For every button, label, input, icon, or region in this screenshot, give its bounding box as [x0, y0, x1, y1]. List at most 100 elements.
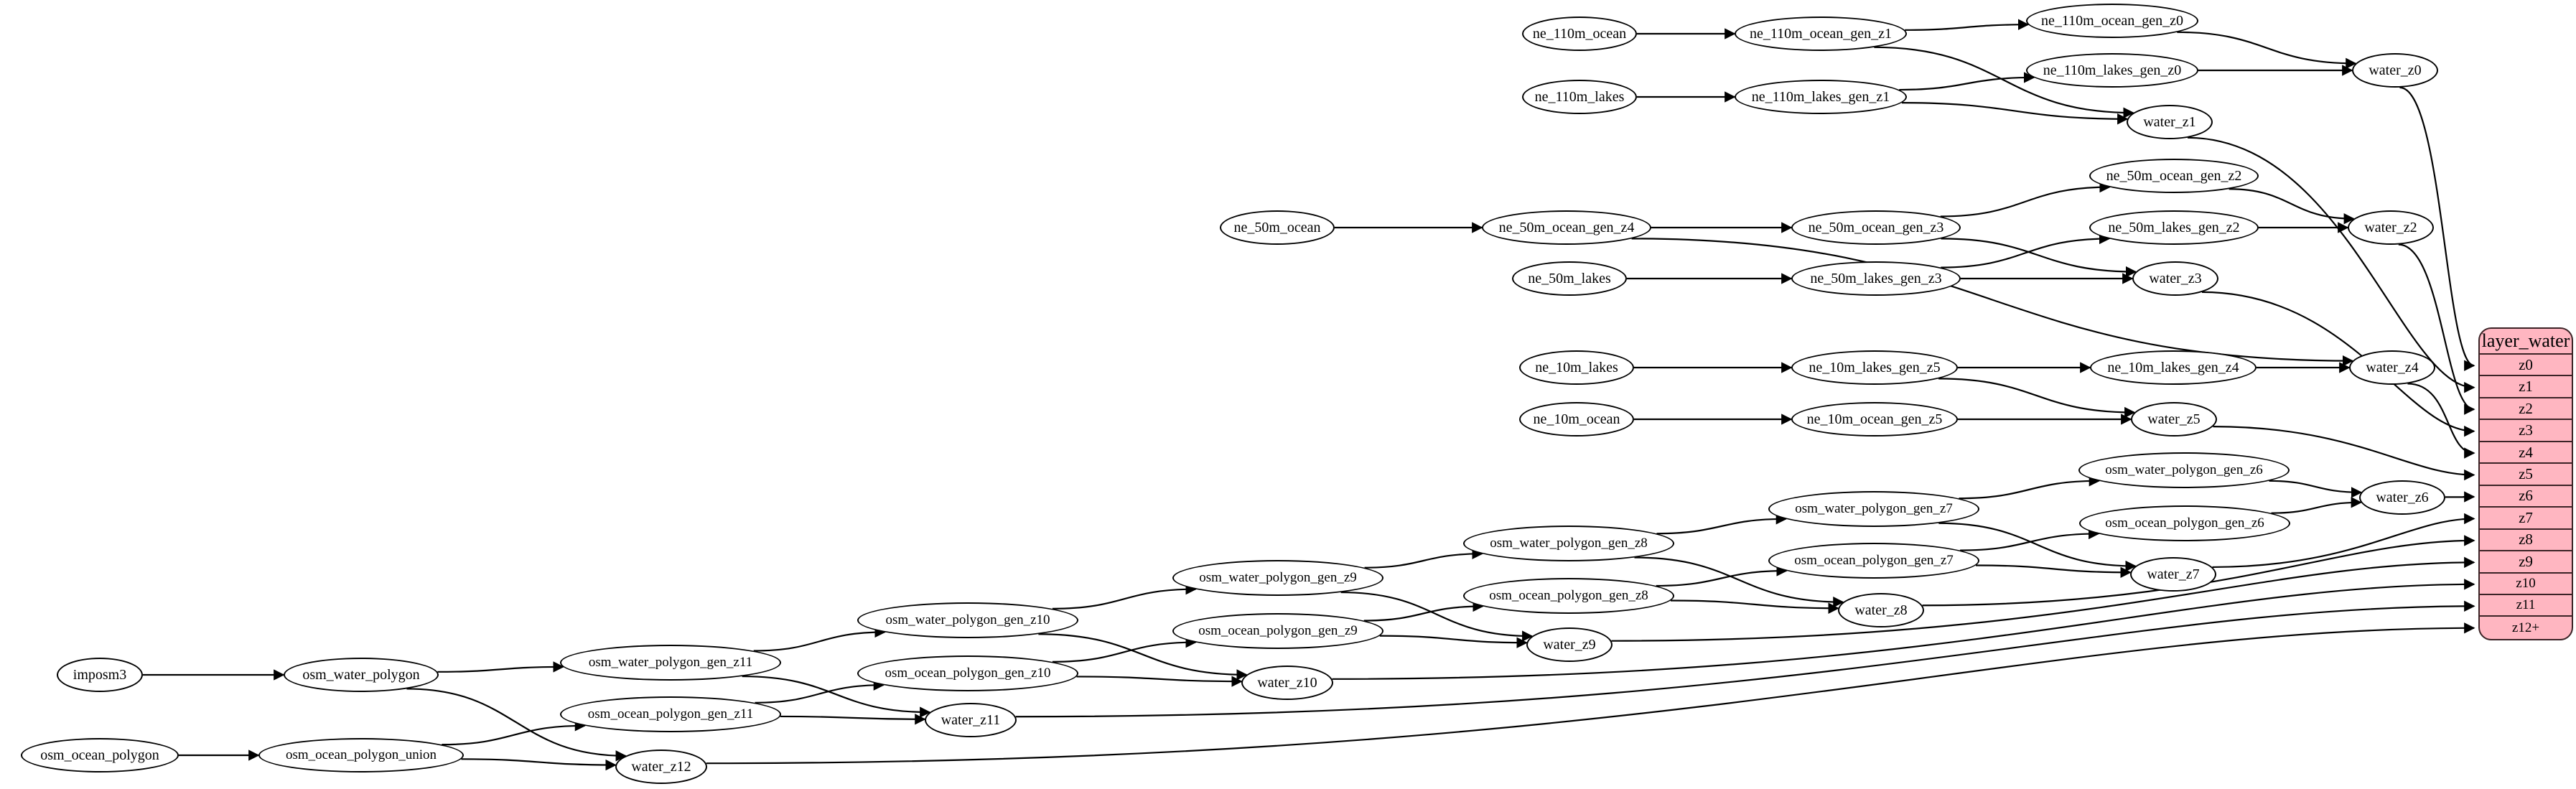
- node-water_z12[interactable]: water_z12: [615, 750, 707, 784]
- node-osm_ocean_polygon_gen_z7[interactable]: osm_ocean_polygon_gen_z7: [1768, 543, 1979, 579]
- graph-edge: [1975, 564, 2132, 578]
- legend-row-z3[interactable]: z3: [2480, 420, 2572, 442]
- graph-edge: [437, 661, 564, 673]
- node-label: water_z3: [2149, 270, 2202, 286]
- node-label: osm_water_polygon_gen_z10: [885, 612, 1050, 627]
- graph-edge: [1611, 556, 2475, 642]
- node-osm_water_polygon[interactable]: osm_water_polygon: [284, 658, 439, 692]
- node-label: ne_50m_ocean_gen_z3: [1808, 219, 1944, 235]
- graph-edge: [406, 688, 627, 762]
- legend-row-z11[interactable]: z11: [2480, 595, 2572, 617]
- graph-edge: [1941, 233, 2111, 269]
- graph-edge: [753, 626, 886, 652]
- graph-edge: [1656, 565, 1788, 587]
- legend-row-z10[interactable]: z10: [2480, 574, 2572, 595]
- graph-edge: [1379, 635, 1528, 648]
- graph-edge: [780, 714, 926, 725]
- node-ne_110m_lakes_gen_z1[interactable]: ne_110m_lakes_gen_z1: [1735, 80, 1907, 114]
- node-osm_water_polygon_gen_z9[interactable]: osm_water_polygon_gen_z9: [1172, 560, 1383, 596]
- node-osm_ocean_polygon[interactable]: osm_ocean_polygon: [21, 738, 179, 772]
- legend-row-z9[interactable]: z9: [2480, 551, 2572, 574]
- node-osm_water_polygon_gen_z10[interactable]: osm_water_polygon_gen_z10: [857, 602, 1078, 638]
- graph-edge: [742, 675, 931, 718]
- node-water_z4[interactable]: water_z4: [2349, 350, 2435, 385]
- legend-row-z7[interactable]: z7: [2480, 508, 2572, 530]
- node-water_z11[interactable]: water_z11: [925, 703, 1017, 737]
- node-water_z0[interactable]: water_z0: [2352, 53, 2438, 88]
- node-water_z1[interactable]: water_z1: [2127, 105, 2213, 139]
- legend-row-z1[interactable]: z1: [2480, 376, 2572, 398]
- graph-edge: [1938, 522, 2137, 572]
- node-osm_water_polygon_gen_z8[interactable]: osm_water_polygon_gen_z8: [1463, 526, 1674, 561]
- node-ne_50m_ocean_gen_z4[interactable]: ne_50m_ocean_gen_z4: [1482, 210, 1651, 245]
- legend-row-z5[interactable]: z5: [2480, 464, 2572, 486]
- node-label: osm_ocean_polygon_gen_z8: [1489, 588, 1648, 603]
- node-ne_50m_ocean[interactable]: ne_50m_ocean: [1220, 210, 1335, 245]
- node-ne_50m_lakes_gen_z3[interactable]: ne_50m_lakes_gen_z3: [1791, 261, 1961, 296]
- legend-row-z0[interactable]: z0: [2480, 355, 2572, 377]
- legend-row-z4[interactable]: z4: [2480, 442, 2572, 464]
- node-ne_50m_lakes_gen_z2[interactable]: ne_50m_lakes_gen_z2: [2089, 210, 2259, 245]
- node-ne_50m_ocean_gen_z2[interactable]: ne_50m_ocean_gen_z2: [2089, 159, 2259, 193]
- node-label: ne_110m_lakes_gen_z1: [1751, 88, 1890, 105]
- node-ne_110m_lakes[interactable]: ne_110m_lakes: [1522, 80, 1637, 114]
- node-label: water_z5: [2147, 411, 2201, 427]
- node-label: osm_water_polygon_gen_z6: [2105, 462, 2263, 477]
- node-label: osm_water_polygon_gen_z8: [1490, 536, 1648, 551]
- graph-edge: [1038, 633, 1248, 681]
- graph-edge: [1905, 19, 2030, 31]
- node-osm_water_polygon_gen_z11[interactable]: osm_water_polygon_gen_z11: [560, 645, 781, 681]
- node-ne_10m_lakes_gen_z5[interactable]: ne_10m_lakes_gen_z5: [1791, 350, 1958, 385]
- node-ne_10m_ocean_gen_z5[interactable]: ne_10m_ocean_gen_z5: [1791, 402, 1958, 436]
- node-osm_water_polygon_gen_z6[interactable]: osm_water_polygon_gen_z6: [2078, 452, 2290, 488]
- node-ne_50m_ocean_gen_z3[interactable]: ne_50m_ocean_gen_z3: [1791, 210, 1961, 245]
- node-osm_water_polygon_gen_z7[interactable]: osm_water_polygon_gen_z7: [1768, 491, 1979, 527]
- node-ne_10m_lakes_gen_z4[interactable]: ne_10m_lakes_gen_z4: [2090, 350, 2257, 385]
- node-water_z6[interactable]: water_z6: [2359, 480, 2445, 515]
- node-osm_ocean_polygon_gen_z10[interactable]: osm_ocean_polygon_gen_z10: [857, 655, 1078, 691]
- graph-edge: [2269, 480, 2363, 498]
- node-label: water_z0: [2369, 62, 2422, 78]
- legend-row-z6[interactable]: z6: [2480, 486, 2572, 508]
- node-label: water_z1: [2143, 113, 2196, 130]
- node-osm_ocean_polygon_union[interactable]: osm_ocean_polygon_union: [258, 738, 464, 772]
- node-water_z2[interactable]: water_z2: [2348, 210, 2434, 245]
- node-osm_ocean_polygon_gen_z6[interactable]: osm_ocean_polygon_gen_z6: [2079, 505, 2290, 541]
- node-osm_ocean_polygon_gen_z11[interactable]: osm_ocean_polygon_gen_z11: [560, 696, 781, 732]
- node-osm_ocean_polygon_gen_z9[interactable]: osm_ocean_polygon_gen_z9: [1172, 613, 1383, 649]
- graph-edge: [2407, 383, 2475, 459]
- node-label: ne_10m_lakes_gen_z5: [1809, 359, 1941, 375]
- legend-row-z2[interactable]: z2: [2480, 398, 2572, 421]
- node-water_z8[interactable]: water_z8: [1838, 593, 1924, 627]
- graph-edge: [1899, 72, 2035, 91]
- legend-row-z8[interactable]: z8: [2480, 530, 2572, 552]
- node-label: osm_water_polygon_gen_z9: [1199, 570, 1357, 585]
- node-ne_10m_ocean[interactable]: ne_10m_ocean: [1519, 402, 1634, 436]
- node-ne_110m_ocean[interactable]: ne_110m_ocean: [1522, 17, 1637, 51]
- node-ne_110m_ocean_gen_z1[interactable]: ne_110m_ocean_gen_z1: [1735, 17, 1907, 51]
- node-label: ne_50m_lakes: [1528, 270, 1611, 286]
- node-water_z3[interactable]: water_z3: [2132, 261, 2218, 296]
- graph-edge: [1332, 579, 2475, 680]
- node-water_z9[interactable]: water_z9: [1526, 627, 1613, 662]
- node-label: ne_50m_ocean_gen_z2: [2106, 167, 2242, 184]
- node-water_z10[interactable]: water_z10: [1241, 666, 1333, 700]
- node-label: ne_10m_lakes: [1535, 359, 1618, 375]
- node-label: ne_10m_lakes_gen_z4: [2107, 359, 2239, 375]
- graph-edge: [442, 720, 587, 746]
- graph-edge: [1670, 599, 1839, 614]
- node-label: ne_50m_lakes_gen_z3: [1810, 270, 1942, 286]
- graph-edge: [2398, 243, 2475, 415]
- node-osm_ocean_polygon_gen_z8[interactable]: osm_ocean_polygon_gen_z8: [1463, 578, 1674, 614]
- node-ne_110m_lakes_gen_z0[interactable]: ne_110m_lakes_gen_z0: [2026, 53, 2198, 88]
- legend-row-z12plus[interactable]: z12+: [2511, 620, 2540, 635]
- node-water_z7[interactable]: water_z7: [2130, 557, 2216, 592]
- node-imposm3[interactable]: imposm3: [57, 658, 143, 692]
- node-ne_50m_lakes[interactable]: ne_50m_lakes: [1512, 261, 1627, 296]
- node-ne_110m_ocean_gen_z0[interactable]: ne_110m_ocean_gen_z0: [2026, 4, 2198, 38]
- node-ne_10m_lakes[interactable]: ne_10m_lakes: [1519, 350, 1634, 385]
- node-label: water_z9: [1543, 636, 1596, 653]
- node-water_z5[interactable]: water_z5: [2131, 402, 2217, 436]
